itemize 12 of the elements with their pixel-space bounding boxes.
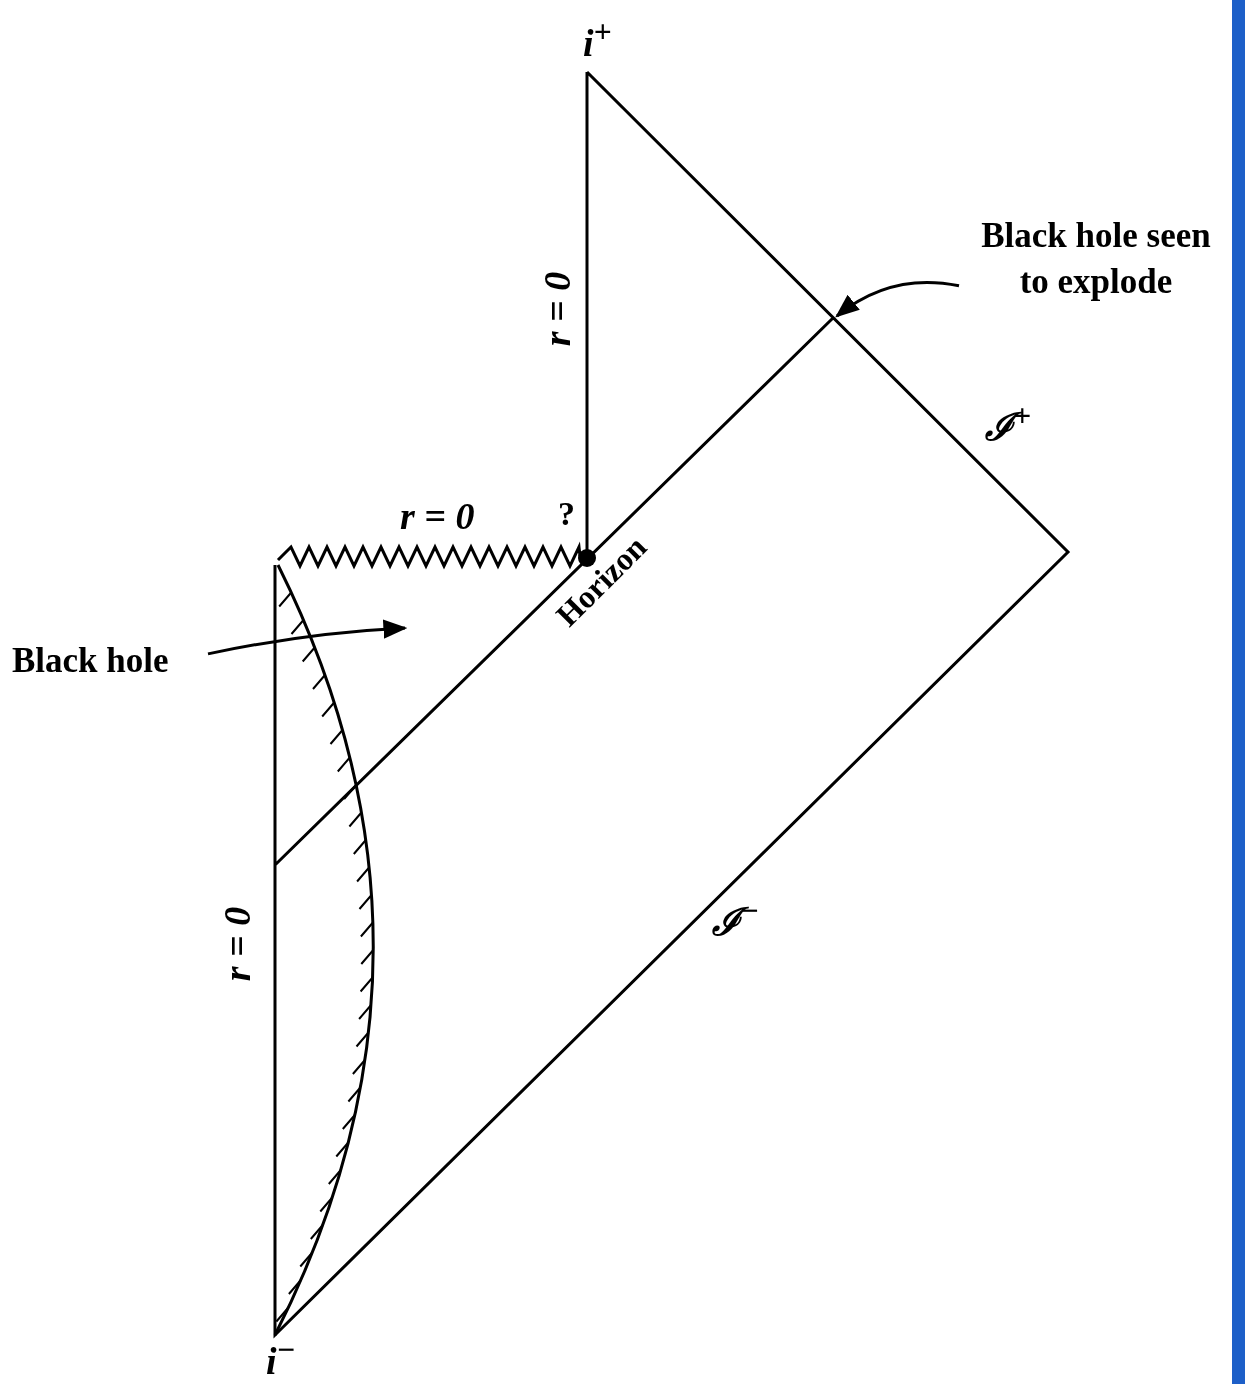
- annotation-text: Black hole seen to explode: [965, 213, 1227, 304]
- coordinate-label: r = 0: [400, 497, 475, 535]
- annotation-text: Black hole: [12, 638, 202, 684]
- boundary-label: ℐ$^{+}$: [985, 400, 1032, 446]
- leader-arrow: [835, 280, 960, 318]
- point-label: i$^{−}$: [266, 1334, 296, 1380]
- point-label: i$^{+}$: [583, 16, 612, 62]
- question-mark: ?: [558, 497, 575, 531]
- leader-arrow: [207, 619, 408, 656]
- coordinate-label: r = 0: [538, 271, 577, 347]
- coordinate-label: r = 0: [218, 906, 257, 982]
- boundary-label: ℐ$^{−}$: [712, 895, 760, 941]
